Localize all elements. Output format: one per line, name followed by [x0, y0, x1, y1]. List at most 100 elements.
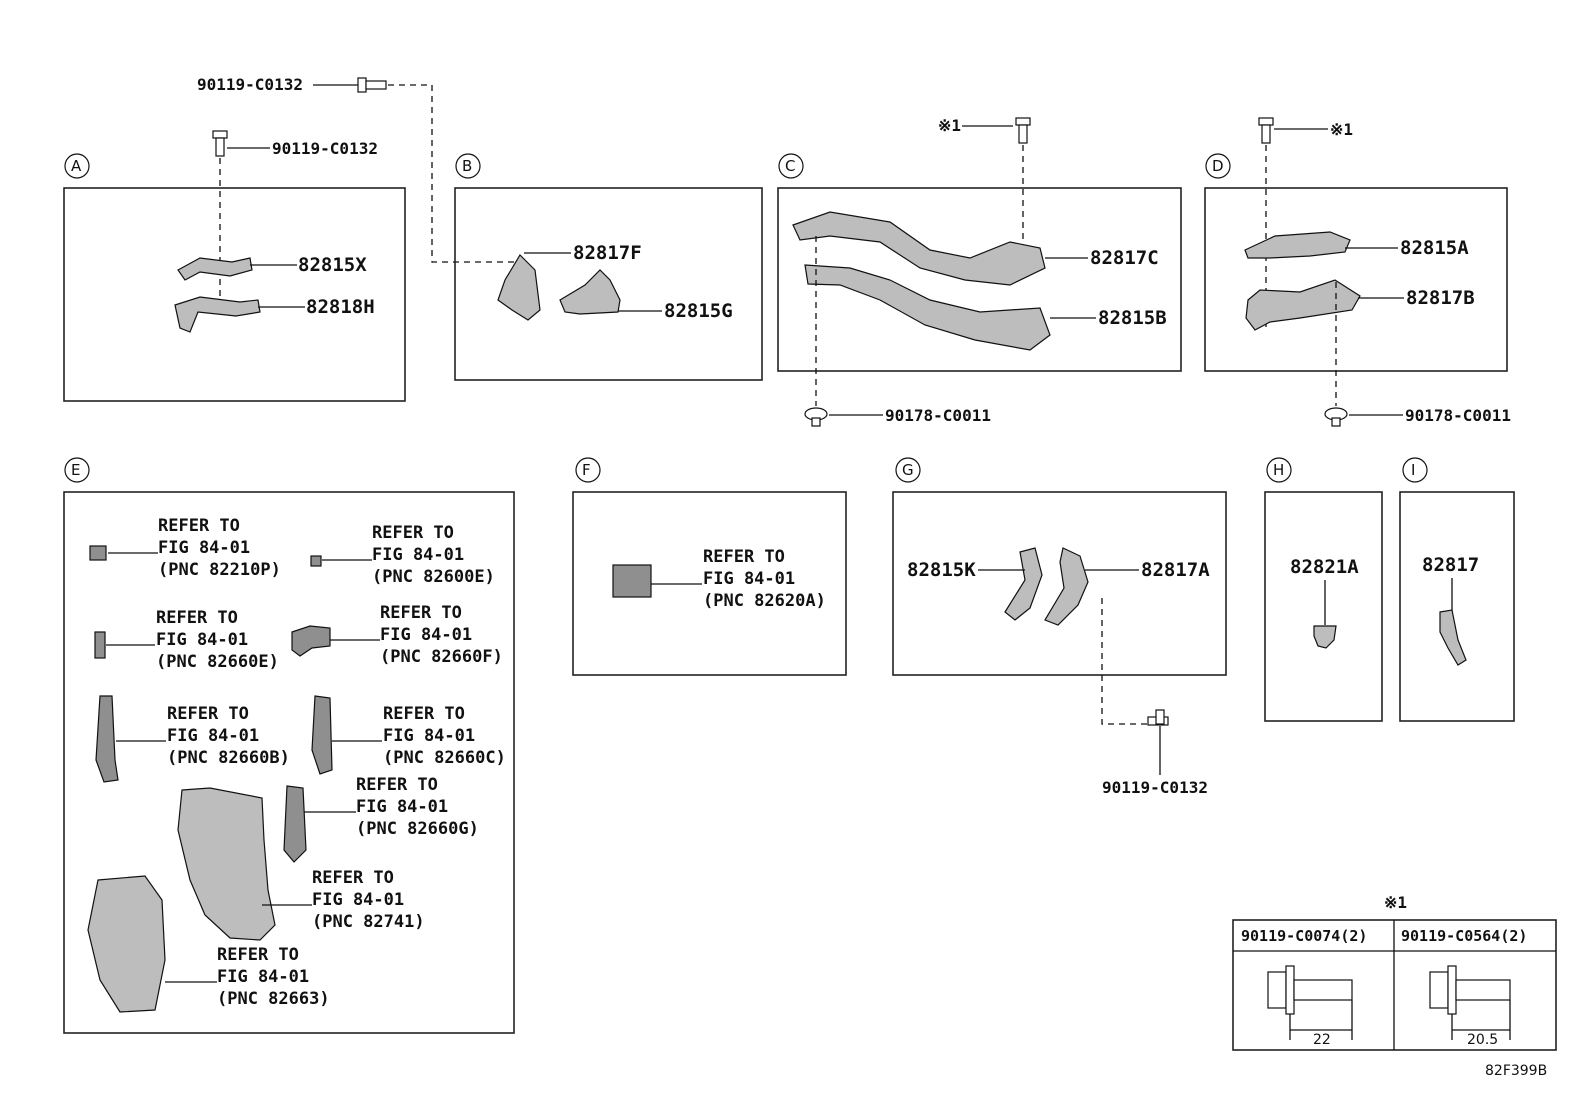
- ref-5-line1: REFER TO: [383, 704, 465, 724]
- group-d-mark: ※1: [1330, 120, 1353, 139]
- group-g: G 82815K 82817A 90119-C0132: [892, 457, 1227, 797]
- ref-2-line2: FIG 84-01: [156, 630, 248, 650]
- block-icon: [283, 785, 307, 863]
- group-c-clip-label: 90178-C0011: [885, 406, 991, 425]
- part-82815b-label: 82815B: [1098, 307, 1167, 329]
- block-icon: [95, 695, 119, 783]
- ref-f-line3: (PNC 82620A): [703, 591, 826, 611]
- ref-5-line2: FIG 84-01: [383, 726, 475, 746]
- ref-2-line1: REFER TO: [156, 608, 238, 628]
- bracket-82815g-icon: [559, 269, 621, 315]
- part-82815a-label: 82815A: [1400, 237, 1469, 259]
- group-d-letter: D: [1212, 157, 1224, 175]
- bracket-82817a-icon: [1044, 547, 1089, 626]
- group-d-box: [1204, 187, 1508, 372]
- ref-0-line1: REFER TO: [158, 516, 240, 536]
- ref-6-line2: FIG 84-01: [356, 797, 448, 817]
- group-e-box: [63, 491, 515, 1034]
- group-e: E REFER TO FIG 84-01 (PNC 82210P) REFER …: [63, 457, 515, 1034]
- bracket-82815x-icon: [177, 257, 253, 281]
- group-h-letter: H: [1273, 461, 1284, 479]
- bolt-icon: [1015, 117, 1031, 144]
- group-i: I 82817: [1399, 457, 1515, 722]
- note-mark: ※1: [1384, 893, 1407, 912]
- group-c: C ※1 82817C 82815B 90178-C0011: [777, 116, 1182, 427]
- note-col2-dim: 20.5: [1467, 1032, 1498, 1048]
- part-82817-label: 82817: [1422, 554, 1479, 576]
- ref-0-line3: (PNC 82210P): [158, 560, 281, 580]
- bolt-icon: [212, 130, 228, 157]
- note-col2-header: 90119-C0564(2): [1401, 927, 1527, 945]
- part-82817a-label: 82817A: [1141, 559, 1210, 581]
- duct-82817c-icon: [792, 211, 1046, 286]
- group-a-letter: A: [71, 157, 82, 175]
- group-d-clip-label: 90178-C0011: [1405, 406, 1511, 425]
- bolt-side-view-icon: [1429, 965, 1511, 1015]
- part-82817f-label: 82817F: [573, 242, 642, 264]
- ref-0-line2: FIG 84-01: [158, 538, 250, 558]
- ref-2-line3: (PNC 82660E): [156, 652, 279, 672]
- part-82817c-label: 82817C: [1090, 247, 1159, 269]
- ref-8-line1: REFER TO: [217, 945, 299, 965]
- ref-8-line3: (PNC 82663): [217, 989, 330, 1009]
- module-icon: [612, 564, 652, 598]
- ref-6-line3: (PNC 82660G): [356, 819, 479, 839]
- group-b-box: [454, 187, 763, 381]
- ref-6-line1: REFER TO: [356, 775, 438, 795]
- part-82815x-label: 82815X: [298, 254, 367, 276]
- ref-7-line1: REFER TO: [312, 868, 394, 888]
- ref-f-line1: REFER TO: [703, 547, 785, 567]
- diagram-code: 82F399B: [1485, 1063, 1547, 1079]
- group-f-box: [572, 491, 847, 676]
- bracket-82818h-icon: [174, 296, 261, 333]
- group-g-letter: G: [902, 461, 914, 479]
- fuse-icon: [94, 631, 106, 659]
- ref-5-line3: (PNC 82660C): [383, 748, 506, 768]
- group-c-mark: ※1: [938, 116, 961, 135]
- group-g-bolt-label: 90119-C0132: [1102, 778, 1208, 797]
- connector-icon: [291, 625, 331, 657]
- group-a: A 90119-C0132 82815X 82818H: [63, 130, 406, 402]
- ref-4-line2: FIG 84-01: [167, 726, 259, 746]
- group-d: D ※1 82815A 82817B 90178-C0011: [1204, 117, 1511, 427]
- ref-7-line2: FIG 84-01: [312, 890, 404, 910]
- clip-icon: [804, 407, 828, 427]
- group-f-letter: F: [582, 461, 591, 479]
- part-82821a-label: 82821A: [1290, 556, 1359, 578]
- part-82815k-label: 82815K: [907, 559, 976, 581]
- clip-icon: [1313, 625, 1337, 649]
- relay-block-icon: [177, 787, 276, 941]
- group-c-box: [777, 187, 1182, 372]
- fuse-icon: [310, 555, 322, 567]
- ref-7-line3: (PNC 82741): [312, 912, 425, 932]
- bracket-82815a-icon: [1244, 231, 1351, 259]
- ref-1-line3: (PNC 82600E): [372, 567, 495, 587]
- ref-3-line2: FIG 84-01: [380, 625, 472, 645]
- clip-icon: [1324, 407, 1348, 427]
- top-bolt-label: 90119-C0132: [197, 75, 303, 94]
- group-b-letter: B: [462, 157, 472, 175]
- group-i-box: [1399, 491, 1515, 722]
- note-col1-header: 90119-C0074(2): [1241, 927, 1367, 945]
- cover-icon: [87, 875, 166, 1013]
- relay-icon: [89, 545, 107, 561]
- group-a-bolt-label: 90119-C0132: [272, 139, 378, 158]
- ref-3-line1: REFER TO: [380, 603, 462, 623]
- bolt-icon: [357, 77, 387, 93]
- bracket-82817f-icon: [497, 254, 541, 321]
- group-i-letter: I: [1411, 461, 1415, 479]
- bracket-82815k-icon: [1004, 547, 1043, 621]
- block-icon: [311, 695, 333, 775]
- group-a-box: [63, 187, 406, 402]
- note-col1-dim: 22: [1313, 1032, 1331, 1048]
- ref-4-line3: (PNC 82660B): [167, 748, 290, 768]
- group-h-box: [1264, 491, 1383, 722]
- group-b: B 82817F 82815G: [454, 153, 763, 381]
- part-82817b-label: 82817B: [1406, 287, 1475, 309]
- group-h: H 82821A: [1264, 457, 1383, 722]
- bracket-82817b-icon: [1245, 279, 1361, 331]
- duct-82815b-icon: [804, 264, 1051, 351]
- top-bolt-group: 90119-C0132: [197, 75, 522, 263]
